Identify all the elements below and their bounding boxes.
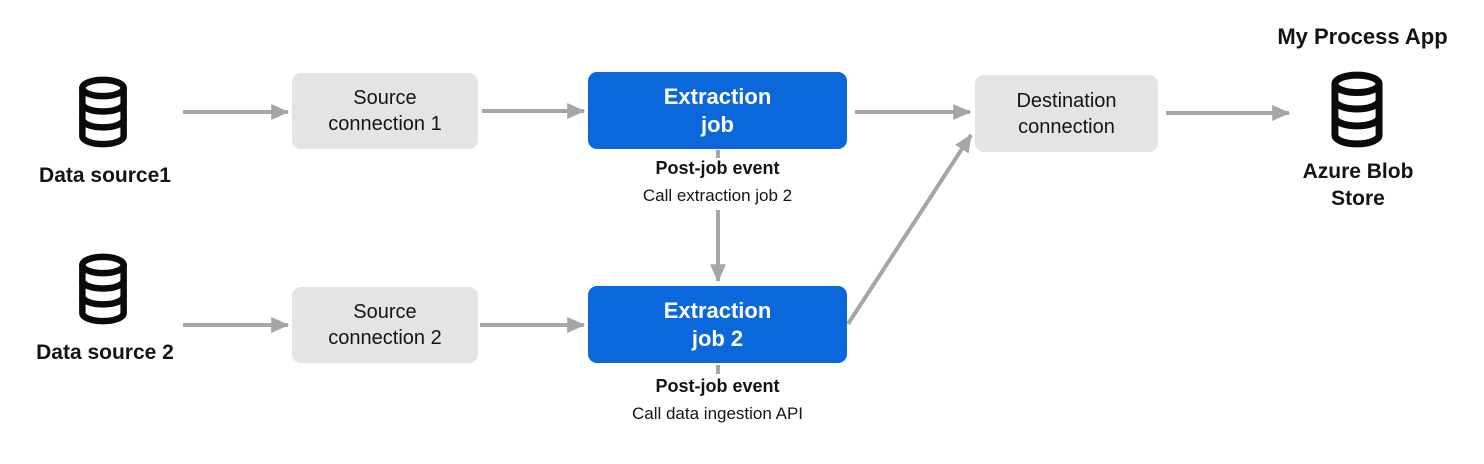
- post-job-event-title: Post-job event: [655, 376, 780, 396]
- node-extraction-job-2: Extraction job 2: [588, 286, 847, 363]
- database-icon: [1326, 71, 1388, 148]
- database-icon: [74, 253, 132, 325]
- node-label-line: job 2: [691, 325, 744, 351]
- node-label-line: Source: [353, 87, 417, 109]
- node-label-line: connection 1: [328, 113, 442, 135]
- node-source-connection-1: Source connection 1: [292, 73, 478, 149]
- data-source-1-label: Data source1: [39, 164, 171, 187]
- post-job-event-2: Post-job event Call data ingestion API: [588, 376, 847, 424]
- node-label: Extraction job: [664, 83, 772, 138]
- node-extraction-job-1: Extraction job: [588, 72, 847, 149]
- node-label: Source connection 1: [328, 85, 441, 137]
- node-label-line: Destination: [1016, 89, 1117, 112]
- node-destination-connection: Destination connection: [975, 75, 1158, 152]
- post-job-event-1: Post-job event Call extraction job 2: [588, 158, 847, 206]
- node-label-line: Extraction: [663, 298, 772, 323]
- post-job-event-subtitle: Call data ingestion API: [631, 404, 804, 423]
- app-title: My Process App: [1277, 24, 1448, 49]
- node-label-line: Extraction: [663, 84, 772, 109]
- node-label-line: connection 2: [328, 327, 442, 349]
- node-label-line: connection: [1018, 115, 1115, 138]
- node-label-line: job: [701, 111, 734, 137]
- node-source-connection-2: Source connection 2: [292, 287, 478, 363]
- database-icon: [74, 76, 132, 148]
- node-label: Extraction job 2: [664, 297, 772, 352]
- entity-label-line: Store: [1331, 187, 1385, 211]
- post-job-event-title: Post-job event: [655, 158, 780, 178]
- node-label-line: Source: [353, 301, 417, 323]
- connector-extractionjob2-to-destination: [846, 133, 973, 326]
- node-label: Source connection 2: [328, 299, 441, 351]
- data-source-2-label: Data source 2: [36, 341, 174, 364]
- azure-blob-store-label: Azure Blob Store: [1282, 158, 1434, 213]
- entity-label-line: Azure Blob: [1302, 160, 1414, 183]
- node-label: Destination connection: [1016, 88, 1116, 140]
- post-job-event-subtitle: Call extraction job 2: [642, 186, 793, 205]
